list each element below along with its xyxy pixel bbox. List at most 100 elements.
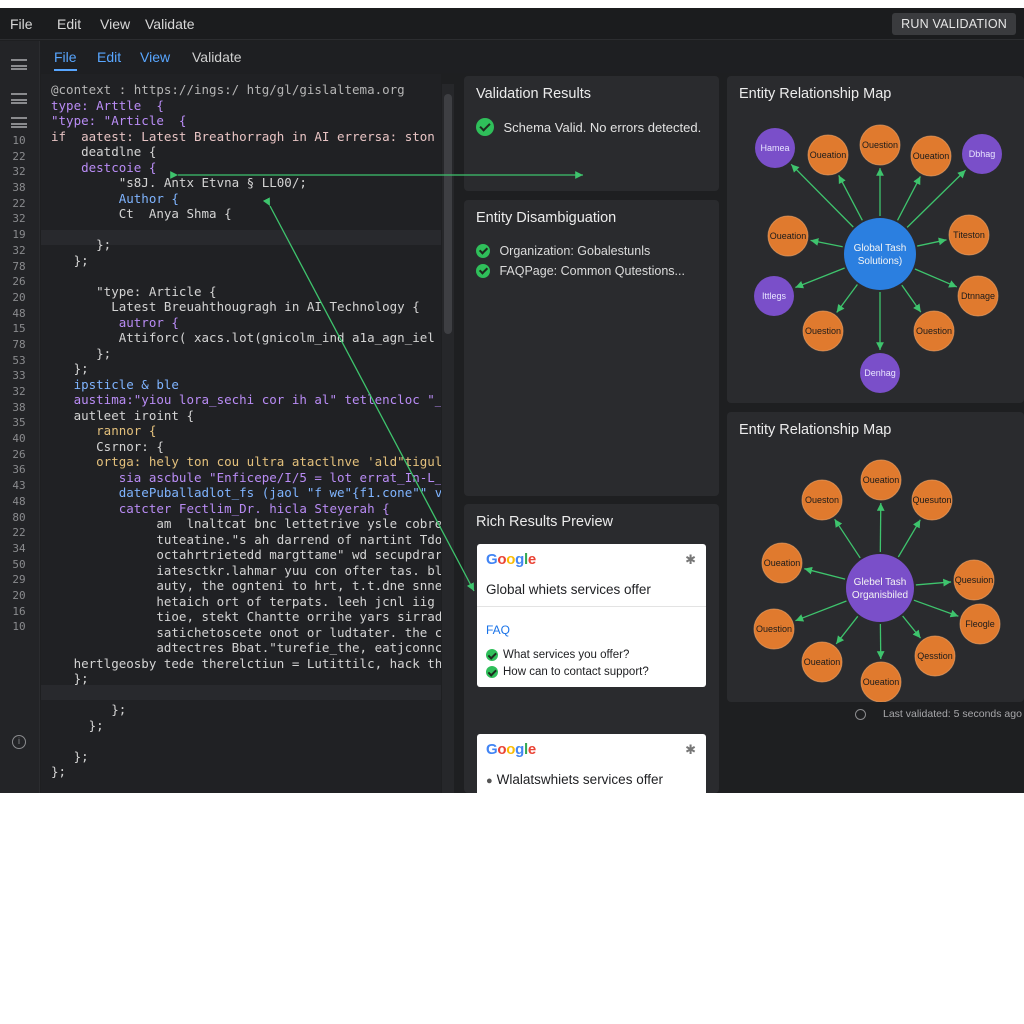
menu-file[interactable]: File [10, 16, 33, 32]
code-line[interactable]: @context : https://ings:/ htg/gl/gislalt… [51, 82, 405, 97]
code-editor[interactable]: @context : https://ings:/ htg/gl/gislalt… [41, 74, 441, 793]
code-line[interactable]: Author { [51, 190, 179, 206]
gear-icon[interactable]: ✱ [685, 552, 696, 567]
graph-node[interactable]: Fleogle [959, 603, 1001, 645]
code-line[interactable]: austima:"yiou lora_sechi cor ih al" tetl… [73, 392, 441, 407]
code-line[interactable]: tuteatine."s ah darrend of nartint Tdore… [156, 531, 441, 547]
graph-node-label: Dbhag [969, 149, 996, 159]
code-line[interactable] [51, 222, 441, 238]
code-line[interactable]: if aatest: Latest Breathorragh in AI err… [51, 128, 435, 144]
graph-node[interactable]: Denhag [860, 353, 900, 393]
code-line[interactable]: sia ascbule "Enficepe/I/5 = lot errat_In… [118, 469, 441, 485]
code-line[interactable]: am lnaltcat bnc lettetrive ysle cobre s-… [156, 516, 441, 531]
tab-view[interactable]: View [140, 49, 171, 65]
code-line[interactable]: adtectres Bbat."turefie_the, eatjconnchu… [156, 640, 441, 655]
menu-edit[interactable]: Edit [57, 16, 82, 32]
graph-node[interactable]: Titeston [948, 214, 990, 256]
code-line[interactable]: catcter Fectlim_Dr. hicla Steyerah { [51, 500, 390, 516]
code-line[interactable]: }; [51, 717, 104, 733]
hamburger-icon[interactable] [11, 117, 27, 128]
code-line[interactable]: }; [51, 237, 112, 252]
code-line[interactable]: }; [51, 361, 89, 376]
menu-view[interactable]: View [100, 16, 131, 32]
code-line[interactable]: octahrtrietedd margttame" wd secupdrare"… [156, 547, 441, 562]
run-validation-button[interactable]: RUN VALIDATION [892, 13, 1016, 35]
code-line[interactable]: rannor { [51, 423, 157, 438]
code-line[interactable]: }; [51, 748, 89, 764]
code-line[interactable]: Ct Anya Shma { [51, 206, 232, 221]
code-line[interactable]: auty, the ognteni to hrt, t.t.dne snnene… [156, 578, 441, 593]
result-title[interactable]: Global whiets services offer [486, 582, 651, 597]
list-item[interactable]: Organization: Gobalestunls [476, 242, 650, 260]
graph-node[interactable]: Hamea [755, 128, 795, 168]
hamburger-icon[interactable] [11, 59, 27, 70]
code-line[interactable]: }; [51, 764, 67, 779]
code-line[interactable]: Csrnor: { [51, 438, 164, 454]
code-line[interactable]: type: Arttle { [51, 97, 164, 113]
scrollbar-thumb[interactable] [444, 94, 452, 334]
graph-node[interactable]: Oueation [807, 134, 849, 176]
info-icon[interactable]: i [12, 735, 26, 749]
editor-scrollbar[interactable] [442, 84, 454, 793]
code-line[interactable]: Latest Breuahthougragh in AI Technology … [51, 299, 420, 314]
graph-node[interactable]: Ouestion [802, 310, 844, 352]
code-line[interactable]: datePuballadlot_fs (jaol "f we"{f1.cone"… [118, 485, 441, 500]
code-line[interactable]: }; [51, 345, 112, 361]
code-line[interactable]: hertlgeosby tede therelctiun = Lutittilc… [73, 655, 441, 671]
code-line[interactable]: }; [51, 671, 89, 686]
graph-node[interactable]: Qesstion [914, 635, 956, 677]
json-ld-code[interactable]: @context : https://ings:/ htg/gl/gislalt… [51, 82, 441, 780]
code-line[interactable] [51, 687, 441, 703]
code-line[interactable]: "s8J. Antx Etvna § LL00/; [51, 175, 307, 190]
code-line[interactable]: Attiforc( xacs.lot(gnicolm_ind a1a_agn_i… [118, 330, 435, 345]
tab-edit[interactable]: Edit [97, 49, 122, 65]
code-line[interactable]: deatdlne { [51, 144, 157, 159]
menu-validate[interactable]: Validate [145, 16, 195, 32]
gear-icon[interactable]: ✱ [685, 742, 696, 757]
code-line[interactable]: iatesctkr.lahmar yuu con ofter tas. blot… [156, 562, 441, 578]
code-line[interactable]: satichetoscete onot or ludtater. the con… [156, 624, 441, 640]
code-line[interactable]: }; [51, 702, 127, 717]
code-line[interactable]: ipsticle & ble [51, 376, 179, 392]
graph-node[interactable]: Oueation [860, 459, 902, 501]
code-line[interactable]: hetaich ort of terpats. leeh jcnl iig co… [156, 593, 435, 609]
graph-node[interactable]: Oueation [801, 641, 843, 683]
graph-node[interactable]: Ouestion [753, 608, 795, 650]
graph-node[interactable]: Oueston [801, 479, 843, 521]
graph-node[interactable]: Dtnnage [957, 275, 999, 317]
code-line[interactable]: autror { [51, 314, 179, 330]
graph-node[interactable]: Oueation [767, 215, 809, 257]
result-title[interactable]: ●Wlalatswhiets services offer [486, 772, 663, 787]
code-line[interactable]: "type: "Article { [51, 113, 187, 128]
code-line[interactable]: tioe, stekt Chantte orrihe yars sirrad t… [156, 609, 441, 624]
faq-question[interactable]: How can to contact support? [486, 666, 649, 678]
list-item[interactable]: FAQPage: Common Qutestions... [476, 262, 685, 280]
faq-question[interactable]: What services you offer? [486, 649, 629, 661]
graph-node[interactable]: Ittlegs [754, 276, 794, 316]
tab-validate[interactable]: Validate [192, 49, 242, 65]
code-line[interactable] [51, 733, 441, 749]
graph-node[interactable]: Oueation [860, 661, 902, 702]
hamburger-icon[interactable] [11, 93, 27, 104]
graph-node[interactable]: Ouestion [859, 124, 901, 166]
graph-node[interactable]: Quesuion [953, 559, 995, 601]
tab-file[interactable]: File [54, 49, 77, 71]
code-line[interactable]: ortga: hely ton cou ultra atactlnve 'ald… [96, 454, 441, 469]
rich-result-card[interactable]: Google ✱ ●Wlalatswhiets services offer [477, 734, 706, 793]
graph-node[interactable]: Quesuton [911, 479, 953, 521]
rich-result-card[interactable]: Google ✱ Global whiets services offer FA… [477, 544, 706, 687]
graph-node[interactable]: Oueation [910, 135, 952, 177]
code-line[interactable]: autleet iroint { [51, 407, 194, 423]
graph-node[interactable]: Ouestion [913, 310, 955, 352]
code-line[interactable] [51, 268, 441, 284]
code-line[interactable]: }; [51, 252, 89, 268]
code-line[interactable]: "type: Article { [51, 283, 217, 299]
graph-node[interactable]: Dbhag [962, 134, 1002, 174]
graph-edge [901, 284, 922, 313]
graph-node[interactable]: Oueation [761, 542, 803, 584]
code-line[interactable]: destcoie { [51, 159, 157, 175]
